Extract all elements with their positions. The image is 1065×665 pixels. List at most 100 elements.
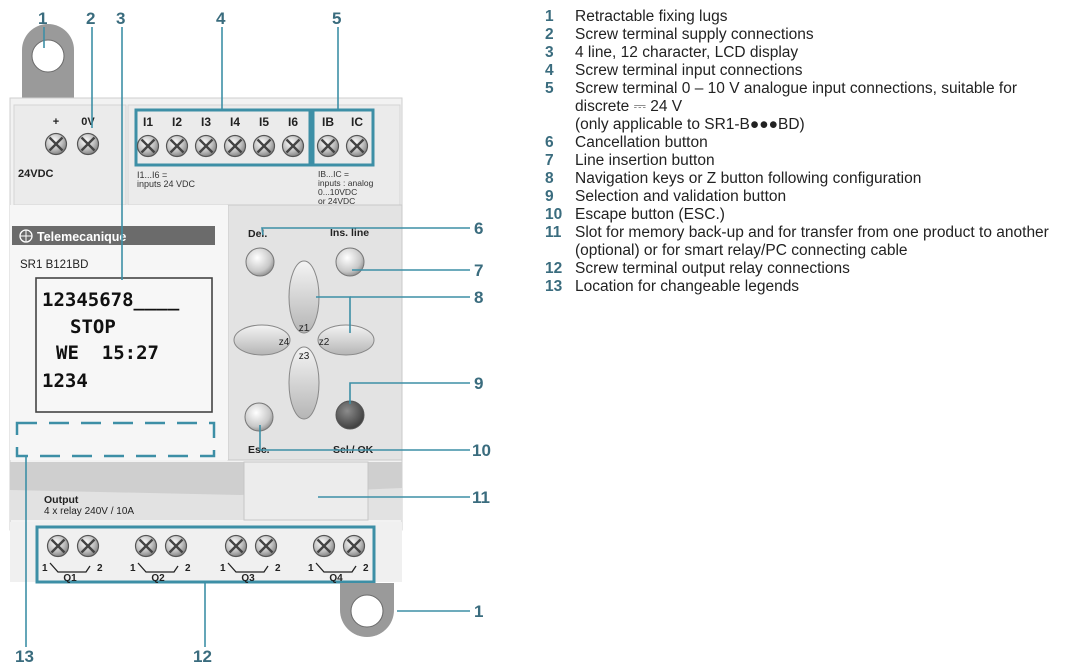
q3-label: Q3: [241, 573, 255, 584]
lcd-display: 12345678____ STOP WE 15:27 1234: [35, 277, 213, 413]
top-fixing-lug: [22, 24, 74, 100]
analog-note-line3: 0...10VDC: [318, 187, 357, 197]
bottom-fixing-lug: [340, 583, 394, 637]
analog-label-ib: IB: [322, 115, 334, 129]
callout-5: 5: [332, 9, 341, 28]
q2-pin1: 1: [130, 563, 136, 574]
brand-name: Telemecanique: [37, 230, 126, 244]
input-screw-i2[interactable]: [165, 134, 189, 158]
q1-screw-2[interactable]: [76, 534, 100, 558]
output-subtitle: 4 x relay 240V / 10A: [44, 506, 134, 517]
q3-screw-2[interactable]: [254, 534, 278, 558]
q4-contact-symbol: [315, 562, 357, 573]
q1-screw-1[interactable]: [46, 534, 70, 558]
q2-screw-1[interactable]: [134, 534, 158, 558]
input-label-i2: I2: [172, 115, 182, 129]
q4-screw-2[interactable]: [342, 534, 366, 558]
brand-bar: Telemecanique: [12, 226, 215, 245]
q3-contact-symbol: [227, 562, 269, 573]
q4-pin2: 2: [363, 563, 369, 574]
supply-block: [13, 104, 127, 206]
q4-label: Q4: [329, 573, 343, 584]
del-button[interactable]: [245, 247, 275, 277]
q4-screw-1[interactable]: [312, 534, 336, 558]
analog-screw-ib[interactable]: [316, 134, 340, 158]
lcd-line-2: STOP: [70, 316, 116, 338]
input-label-i4: I4: [230, 115, 240, 129]
q3-pin1: 1: [220, 563, 226, 574]
inputs-note-line1: I1...I6 =: [137, 170, 167, 180]
input-screw-i5[interactable]: [252, 134, 276, 158]
input-label-i1: I1: [143, 115, 153, 129]
nav-key-z4[interactable]: [233, 324, 291, 356]
callout-6: 6: [474, 219, 483, 238]
q2-pin2: 2: [185, 563, 191, 574]
model-label: SR1 B121BD: [20, 259, 88, 271]
analog-note-line2: inputs : analog: [318, 178, 374, 188]
supply-terminals: + 0V 24VDC: [18, 116, 100, 180]
esc-button[interactable]: [244, 402, 274, 432]
supply-0v-screw[interactable]: [76, 132, 100, 156]
supply-voltage-label: 24VDC: [18, 168, 54, 180]
outputs-highlight-box: [35, 525, 376, 584]
callout-12: 12: [193, 647, 212, 665]
input-screw-i4[interactable]: [223, 134, 247, 158]
callout-9: 9: [474, 374, 483, 393]
callout-leaders: [25, 27, 470, 647]
callout-11: 11: [472, 488, 490, 507]
esc-button-label: Esc.: [248, 444, 270, 456]
nav-z2-label: z2: [319, 337, 330, 348]
analog-note-line1: IB...IC =: [318, 169, 349, 179]
input-screw-i1[interactable]: [136, 134, 160, 158]
output-terminals: 1 2 1 2 1 2 1 2 Q1 Q2 Q3 Q4: [10, 522, 402, 584]
analog-note-line4: or 24VDC: [318, 196, 355, 206]
callout-4: 4: [216, 9, 226, 28]
q4-pin1: 1: [308, 563, 314, 574]
analog-label-ic: IC: [351, 115, 363, 129]
nav-key-z2[interactable]: [317, 324, 375, 356]
input-label-i3: I3: [201, 115, 211, 129]
callout-3: 3: [116, 9, 125, 28]
sel-ok-button[interactable]: [335, 400, 365, 430]
output-title: Output: [44, 494, 79, 506]
input-label-i5: I5: [259, 115, 269, 129]
legend-location-box: [15, 421, 216, 458]
analog-input-terminals: IB IC IB...IC = inputs : analog 0...10VD…: [311, 108, 375, 206]
q3-pin2: 2: [275, 563, 281, 574]
analog-screw-ic[interactable]: [345, 134, 369, 158]
callout-10: 10: [472, 441, 491, 460]
input-screw-i6[interactable]: [281, 134, 305, 158]
lcd-line-4: 1234: [42, 370, 88, 392]
memory-slot[interactable]: [243, 461, 369, 521]
callout-7: 7: [474, 261, 483, 280]
q2-screw-2[interactable]: [164, 534, 188, 558]
q2-label: Q2: [151, 573, 165, 584]
nav-key-z3[interactable]: [288, 346, 320, 420]
supply-0v-label: 0V: [81, 116, 95, 128]
q1-pin2: 2: [97, 563, 103, 574]
ins-line-button[interactable]: [335, 247, 365, 277]
input-label-i6: I6: [288, 115, 298, 129]
inputs-note-line2: inputs 24 VDC: [137, 179, 196, 189]
supply-plus-screw[interactable]: [44, 132, 68, 156]
q3-screw-1[interactable]: [224, 534, 248, 558]
callout-13: 13: [15, 647, 34, 665]
q1-pin1: 1: [42, 563, 48, 574]
nav-z1-label: z1: [299, 323, 310, 334]
navigation-keys: z1 z2 z3 z4: [233, 260, 375, 420]
callout-1-top: 1: [38, 9, 47, 28]
input-screw-i3[interactable]: [194, 134, 218, 158]
lcd-line-3: WE 15:27: [56, 342, 159, 364]
supply-plus-label: +: [53, 116, 59, 128]
